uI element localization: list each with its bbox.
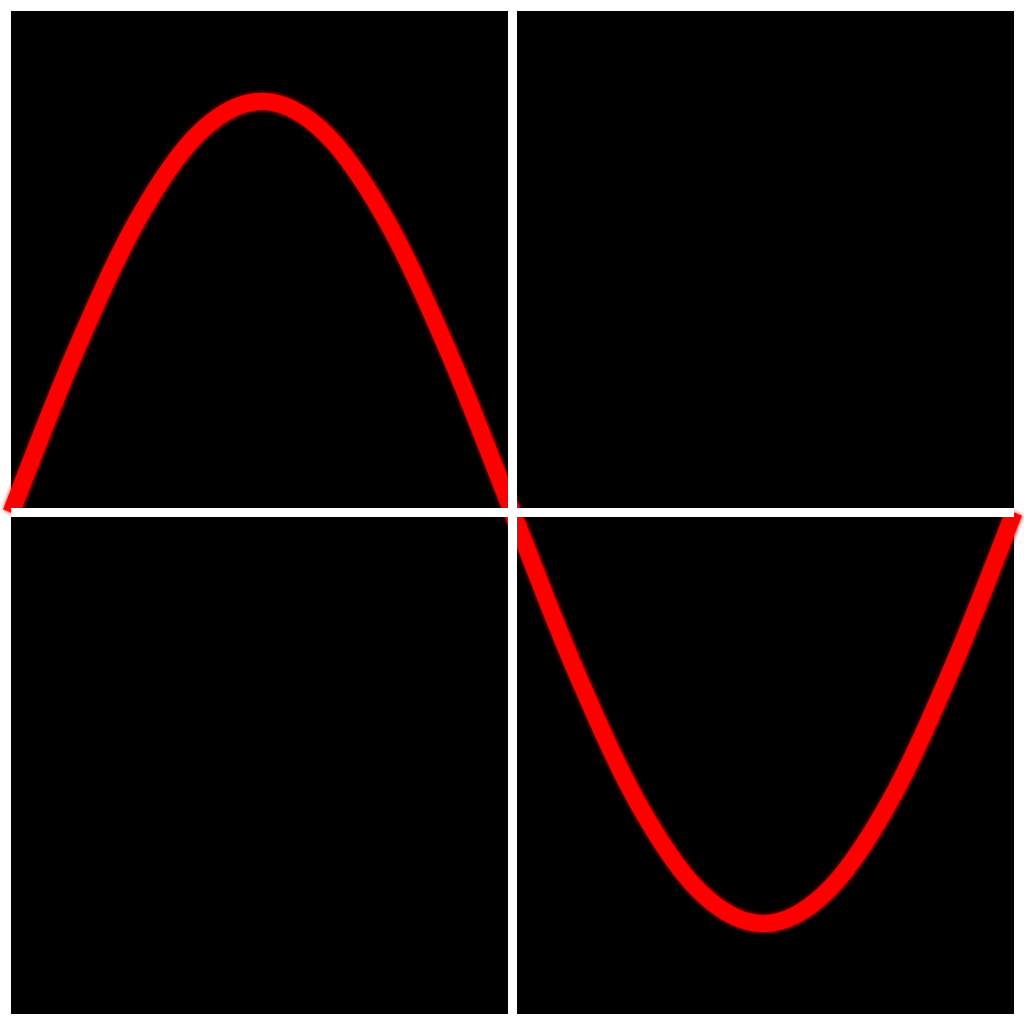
sine-plot	[3, 11, 1022, 1014]
